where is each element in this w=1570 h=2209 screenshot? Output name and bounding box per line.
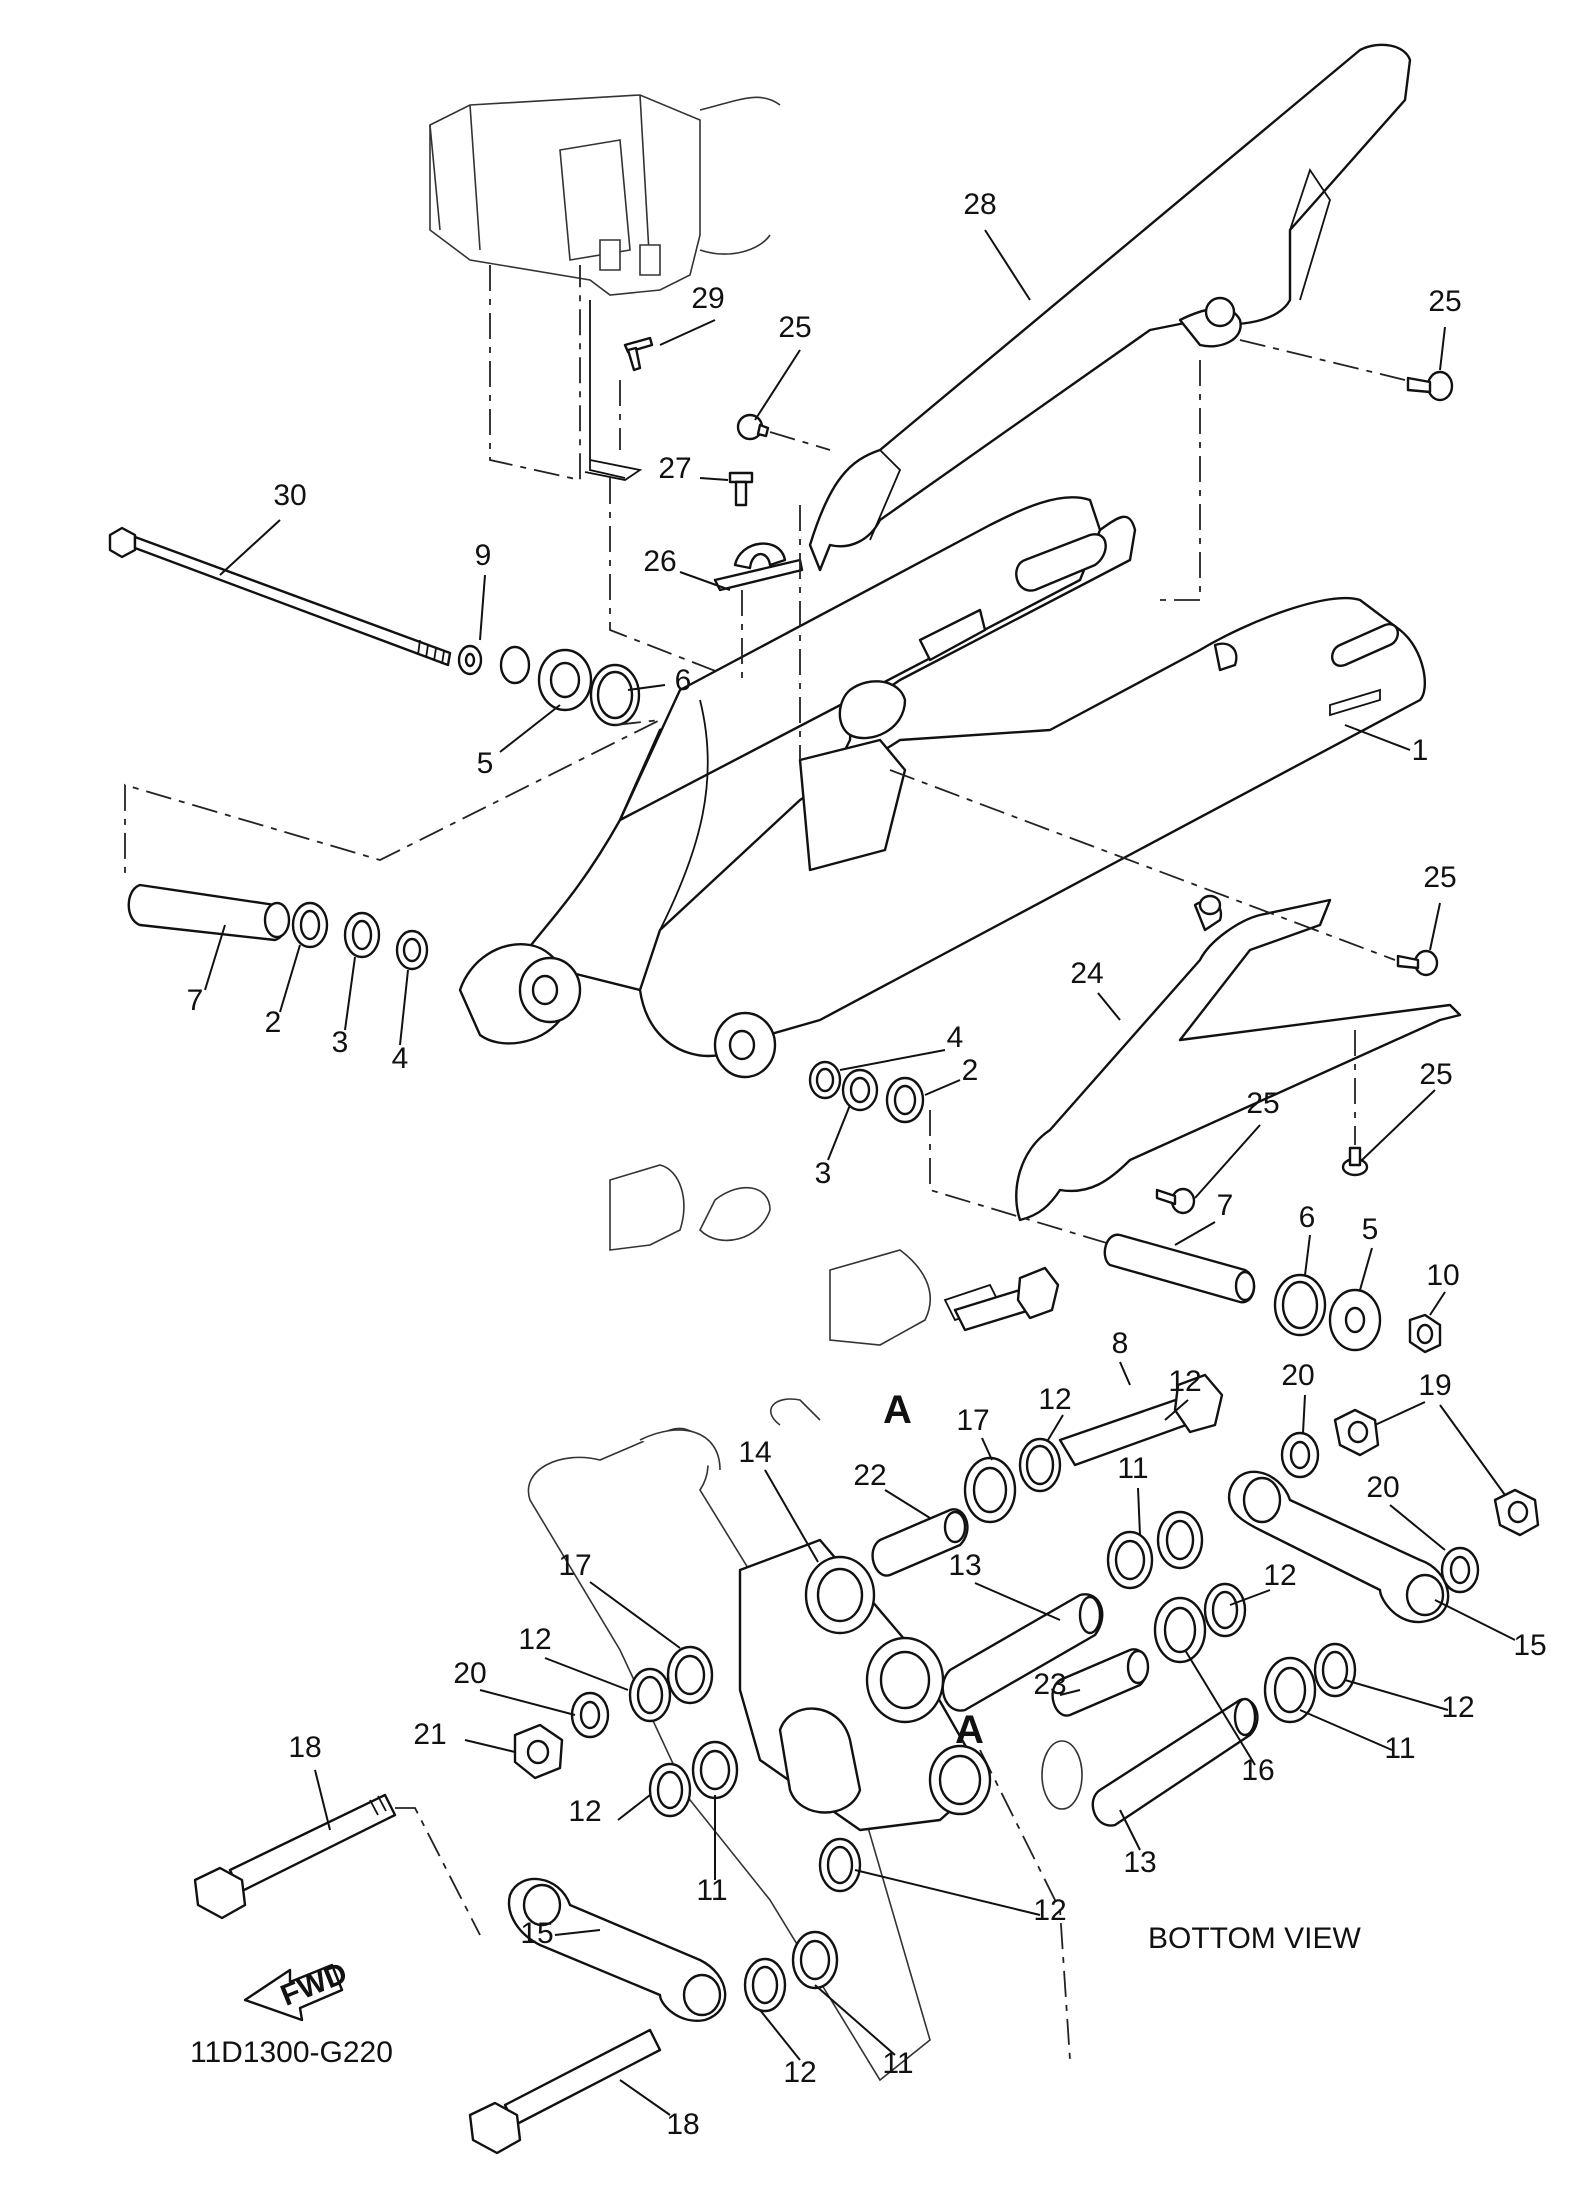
view-label: BOTTOM VIEW — [1148, 1922, 1361, 1955]
swingarm — [458, 496, 1427, 1079]
pivot-shaft — [108, 526, 452, 667]
callout-c14: 14 — [738, 1436, 771, 1469]
callout-c26: 26 — [643, 545, 676, 578]
callout-c6b: 6 — [1299, 1201, 1316, 1234]
bolt-27 — [728, 471, 754, 507]
pivot-collars-right — [808, 1060, 1442, 1354]
callout-c12c: 12 — [1263, 1559, 1296, 1592]
callout-c20b: 20 — [1366, 1471, 1399, 1504]
callout-c15a: 15 — [1513, 1629, 1546, 1662]
callout-c11a: 11 — [1117, 1452, 1148, 1485]
callout-c12h: 12 — [783, 2056, 816, 2089]
callout-c20c: 20 — [453, 1657, 486, 1690]
callout-c6a: 6 — [675, 664, 692, 697]
collar-stack-left-lower — [648, 1740, 862, 2013]
pivot-collars-front — [127, 883, 429, 971]
callout-c12f: 12 — [568, 1795, 601, 1828]
collar-stack-upper-right — [1106, 1510, 1204, 1590]
section-label-lower: A — [955, 1708, 984, 1752]
callout-c3b: 3 — [815, 1157, 832, 1190]
link-rod-left — [507, 1877, 727, 2022]
collar-stack-left-upper — [513, 1645, 714, 1780]
callout-c5b: 5 — [1362, 1213, 1379, 1246]
callout-c17a: 17 — [956, 1404, 989, 1437]
callout-c2a: 2 — [265, 1006, 282, 1039]
callout-c17b: 17 — [558, 1549, 591, 1582]
callout-c25c: 25 — [1423, 861, 1456, 894]
callout-c3a: 3 — [332, 1026, 349, 1059]
leader-lines — [204, 229, 1516, 2116]
bolt-29 — [619, 336, 654, 450]
bolt-8-stack — [871, 1266, 1224, 1577]
bolt-25-a — [736, 413, 831, 451]
collar-stack-lower-right — [1041, 1642, 1357, 1827]
callout-c11c: 11 — [696, 1874, 727, 1907]
callout-c4a: 4 — [392, 1042, 409, 1075]
callout-c20a: 20 — [1281, 1359, 1314, 1392]
callout-c9: 9 — [475, 539, 492, 572]
callout-c12a: 12 — [1168, 1365, 1201, 1398]
callout-c21: 21 — [413, 1718, 446, 1751]
callout-c8: 8 — [1112, 1327, 1129, 1360]
bolt-25-e — [1341, 1030, 1369, 1177]
collar-stack-middle — [1051, 1582, 1247, 1717]
chain-case — [808, 43, 1412, 601]
section-a-ghost-bracket — [769, 1398, 821, 1426]
fwd-label: FWD — [276, 1957, 352, 2013]
callout-c12b: 12 — [1038, 1383, 1071, 1416]
callout-c28: 28 — [963, 188, 996, 221]
bolt-25-c — [889, 769, 1439, 977]
callout-c25b: 25 — [1428, 285, 1461, 318]
callout-c11b: 11 — [1384, 1732, 1415, 1765]
callout-c1: 1 — [1412, 734, 1429, 767]
callout-c25a: 25 — [778, 311, 811, 344]
callout-c13a: 13 — [948, 1549, 981, 1582]
callout-c30: 30 — [273, 479, 306, 512]
bolt-25-d — [1155, 1187, 1196, 1215]
battery-box-ghost — [429, 94, 781, 296]
callout-c10: 10 — [1426, 1259, 1459, 1292]
callout-c2b: 2 — [962, 1054, 979, 1087]
callout-c12e: 12 — [1441, 1691, 1474, 1724]
callout-c4b: 4 — [947, 1021, 964, 1054]
callout-c19: 19 — [1418, 1369, 1451, 1402]
section-label-upper: A — [883, 1388, 912, 1432]
callout-c23: 23 — [1033, 1668, 1066, 1701]
bolt-25-b — [1239, 339, 1454, 402]
callout-c12g: 12 — [1033, 1894, 1066, 1927]
fwd-arrow-icon: FWD — [243, 1957, 352, 2022]
callout-c27: 27 — [658, 452, 691, 485]
pivot-collars-left — [124, 644, 661, 880]
callout-c18a: 18 — [288, 1731, 321, 1764]
clamp-26 — [713, 505, 804, 760]
callout-c22: 22 — [853, 1459, 886, 1492]
relay-arm — [738, 1538, 992, 1832]
callout-c18b: 18 — [666, 2108, 699, 2141]
bolt-18-lower — [468, 2028, 662, 2155]
frame-mount-bracket — [489, 265, 791, 701]
callout-c13b: 13 — [1123, 1846, 1156, 1879]
callout-c16: 16 — [1241, 1754, 1274, 1787]
callout-c15b: 15 — [520, 1917, 553, 1950]
callout-c12d: 12 — [518, 1623, 551, 1656]
callout-c25d: 25 — [1246, 1087, 1279, 1120]
callout-c25e: 25 — [1419, 1058, 1452, 1091]
callout-c24: 24 — [1070, 957, 1103, 990]
link-rod-right — [1227, 1408, 1540, 1624]
callout-c5a: 5 — [477, 747, 494, 780]
bolt-18-upper — [193, 1793, 481, 1936]
callout-c7a: 7 — [187, 984, 204, 1017]
callout-c11d: 11 — [882, 2047, 913, 2080]
callout-c29: 29 — [691, 282, 724, 315]
callout-c7b: 7 — [1217, 1189, 1234, 1222]
reference-code: 11D1300-G220 — [190, 2036, 393, 2069]
collar-13-upper — [941, 1593, 1104, 1712]
chain-guard — [1015, 894, 1462, 1222]
